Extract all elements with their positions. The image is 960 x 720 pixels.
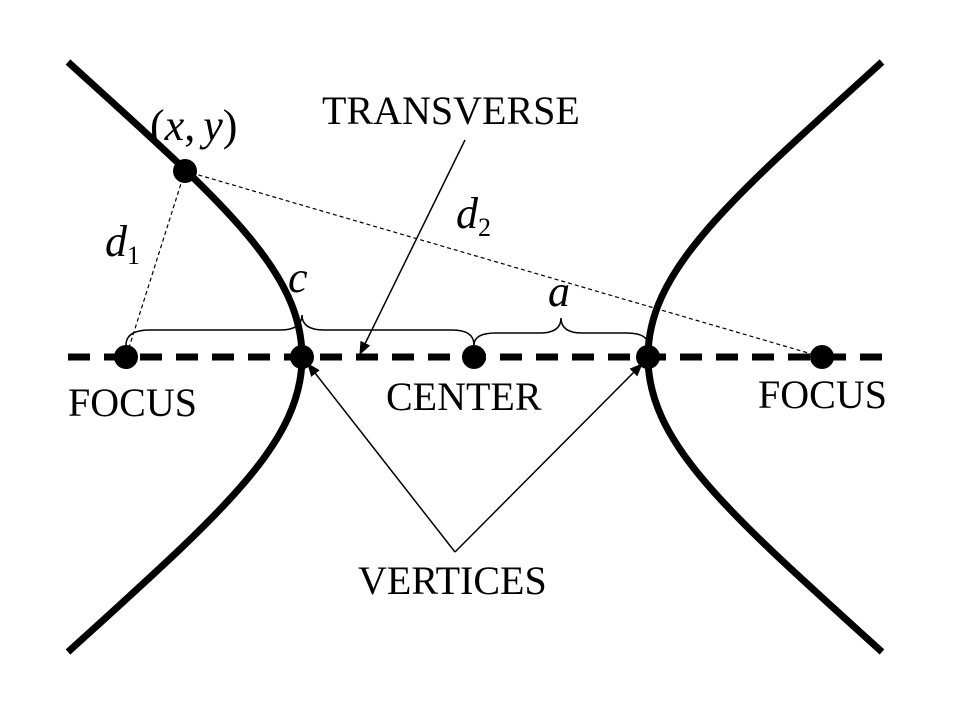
center-point: [462, 345, 486, 369]
right-focus-point: [810, 345, 834, 369]
transverse-arrow: [359, 139, 466, 356]
focus-left-label: FOCUS: [68, 380, 197, 425]
c-label: c: [288, 253, 308, 302]
vertex-arrow-right: [454, 363, 643, 553]
vertices-label: VERTICES: [358, 558, 547, 603]
a-label: a: [548, 267, 570, 316]
left-vertex-point: [290, 345, 314, 369]
point-label-x: x: [164, 101, 185, 150]
point-label: (x,y): [150, 101, 237, 150]
brace-c: [125, 314, 475, 346]
d1-letter: d: [105, 217, 128, 266]
d2-subscript: 2: [478, 213, 491, 242]
d1-line: [125, 170, 186, 358]
right-vertex-point: [636, 345, 660, 369]
point-label-close: ): [223, 101, 238, 150]
d1-subscript: 1: [127, 241, 140, 270]
d2-label: d2: [456, 189, 491, 242]
center-label: CENTER: [386, 374, 542, 419]
brace-a: [473, 317, 649, 346]
left-focus-point: [114, 345, 138, 369]
point-xy: [173, 159, 197, 183]
d1-label: d1: [105, 217, 140, 270]
point-label-y: y: [199, 101, 223, 150]
point-label-comma: ,: [184, 101, 195, 150]
d2-line: [184, 170, 823, 358]
vertex-arrow-left: [307, 362, 456, 553]
d2-letter: d: [456, 189, 479, 238]
focus-right-label: FOCUS: [758, 372, 887, 417]
transverse-label: TRANSVERSE: [322, 88, 580, 133]
point-label-open: (: [150, 101, 165, 150]
